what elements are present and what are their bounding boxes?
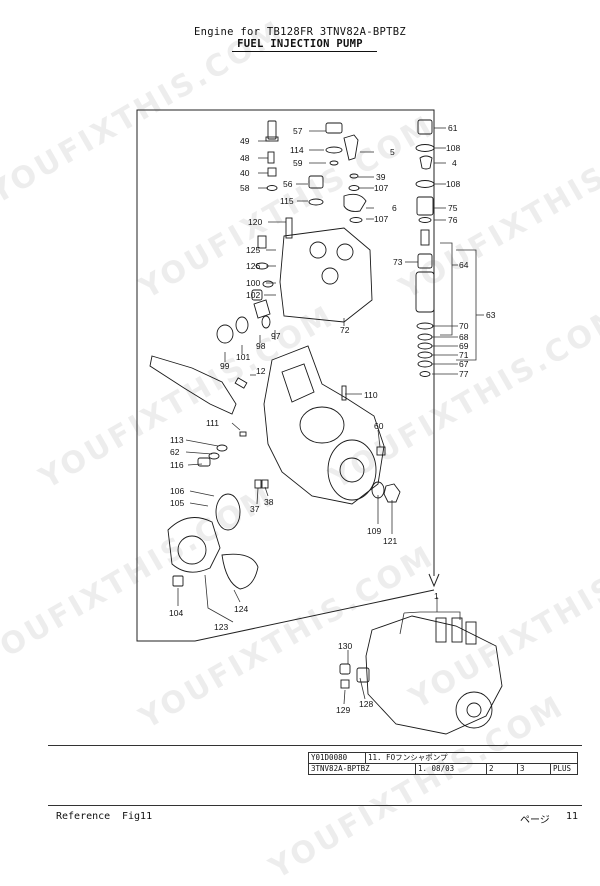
part-label: 6 xyxy=(392,203,397,213)
part-label: 98 xyxy=(256,341,266,351)
part-label: 107 xyxy=(374,214,388,224)
part-label: 61 xyxy=(448,123,458,133)
part-label: 106 xyxy=(170,486,184,496)
part-label: 70 xyxy=(459,321,469,331)
part-label: 110 xyxy=(364,390,378,400)
part-label: 1 xyxy=(434,591,439,601)
part-code-cell: Y01D0080 xyxy=(309,753,366,763)
engine-model-title: Engine for TB128FR 3TNV82A-BPTBZ xyxy=(194,26,406,38)
part-label: 100 xyxy=(246,278,260,288)
part-label: 72 xyxy=(340,325,350,335)
title-block-row: 3TNV82A-BPTBZ 1. 08/03 2 3 PLUS xyxy=(309,764,577,774)
footer-page-label: ページ xyxy=(520,815,550,826)
component-outlines xyxy=(149,119,503,735)
part-label: 114 xyxy=(290,145,304,155)
sheet-cell: 3 xyxy=(518,764,551,774)
part-label: 77 xyxy=(459,369,469,379)
part-label: 124 xyxy=(234,604,248,614)
part-label: 108 xyxy=(446,179,460,189)
part-label: 128 xyxy=(359,699,373,709)
part-label: 73 xyxy=(393,257,403,267)
part-label: 107 xyxy=(374,183,388,193)
part-label: 113 xyxy=(170,435,184,445)
part-label: 57 xyxy=(293,126,303,136)
plus-cell: PLUS xyxy=(553,764,572,773)
part-label: 12 xyxy=(256,366,266,376)
title-underline xyxy=(232,51,377,52)
part-label: 115 xyxy=(280,196,294,206)
part-label: 59 xyxy=(293,158,303,168)
part-label: 56 xyxy=(283,179,293,189)
part-label: 102 xyxy=(246,290,260,300)
part-label: 111 xyxy=(206,418,219,428)
part-label: 99 xyxy=(220,361,230,371)
part-label: 125 xyxy=(246,245,260,255)
date-cell: 1. 08/03 xyxy=(416,764,487,774)
part-label: 5 xyxy=(390,147,395,157)
part-label: 71 xyxy=(459,350,469,360)
part-label: 68 xyxy=(459,332,469,342)
part-label: 37 xyxy=(250,504,260,514)
model-cell: 3TNV82A-BPTBZ xyxy=(309,764,416,774)
part-label: 39 xyxy=(376,172,386,182)
footer-fig: Fig11 xyxy=(122,811,153,822)
title-block-table: Y01D0080 11. FOフンシャポンプ 3TNV82A-BPTBZ 1. … xyxy=(308,752,578,775)
footer-separator xyxy=(48,805,582,806)
part-label: 123 xyxy=(214,622,228,632)
part-label: 129 xyxy=(336,705,350,715)
footer-reference: Reference xyxy=(56,811,111,822)
part-label: 48 xyxy=(240,153,250,163)
part-label: 4 xyxy=(452,158,457,168)
leader-lines xyxy=(177,127,484,705)
part-label: 121 xyxy=(383,536,397,546)
frame-arrow xyxy=(428,573,440,588)
part-label: 38 xyxy=(264,497,274,507)
diagram-title: FUEL INJECTION PUMP xyxy=(237,38,363,50)
part-label: 108 xyxy=(446,143,460,153)
part-label: 120 xyxy=(248,217,262,227)
part-label: 62 xyxy=(170,447,180,457)
rev-cell: 2 xyxy=(487,764,518,774)
diagram-frame xyxy=(136,109,435,642)
part-label: 69 xyxy=(459,341,469,351)
part-label: 130 xyxy=(338,641,352,651)
part-label: 76 xyxy=(448,215,458,225)
part-label: 126 xyxy=(246,261,260,271)
footer-page-number: 11 xyxy=(566,811,579,822)
part-label: 40 xyxy=(240,168,250,178)
part-label: 58 xyxy=(240,183,250,193)
part-label: 49 xyxy=(240,136,250,146)
part-label: 104 xyxy=(169,608,183,618)
part-label: 64 xyxy=(459,260,469,270)
part-label: 109 xyxy=(367,526,381,536)
part-label: 67 xyxy=(459,359,469,369)
separator-line xyxy=(48,745,582,746)
title-block-row: Y01D0080 11. FOフンシャポンプ xyxy=(309,753,577,764)
section-name-cell: 11. FOフンシャポンプ xyxy=(368,753,448,762)
part-label: 60 xyxy=(374,421,384,431)
part-label: 105 xyxy=(170,498,184,508)
part-label: 97 xyxy=(271,331,281,341)
part-label: 63 xyxy=(486,310,496,320)
part-label: 101 xyxy=(236,352,250,362)
part-label: 75 xyxy=(448,203,458,213)
exploded-parts-diagram: 49 48 40 58 57 114 59 56 115 5 39 107 6 … xyxy=(136,109,503,735)
part-label: 116 xyxy=(170,460,184,470)
